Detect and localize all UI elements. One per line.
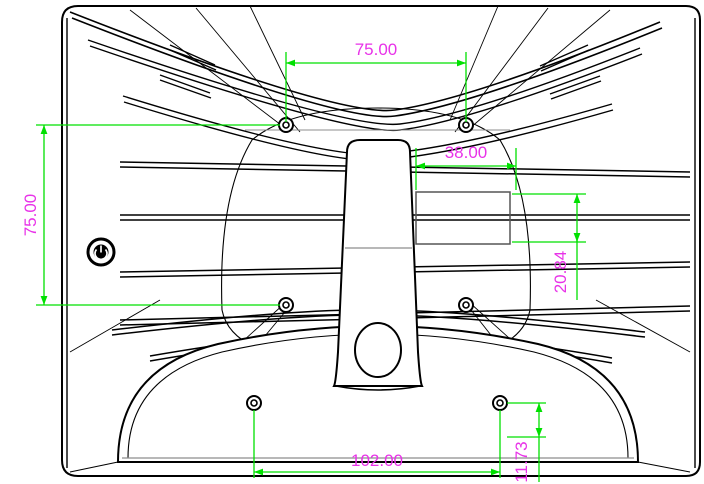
construction-diagonals-top <box>129 5 611 133</box>
vesa-hole-top-right <box>458 117 474 133</box>
base-hole-right <box>492 395 508 411</box>
dimension-vesa-width: 75.00 <box>285 40 467 122</box>
power-glyph-arc <box>94 248 108 261</box>
base-hole-left <box>246 395 262 411</box>
upper-left-accent-vents <box>159 44 217 99</box>
dimension-label-vesa-height: 75.00 <box>21 194 40 237</box>
monitor-base <box>69 324 691 473</box>
vesa-mount-holes <box>278 117 474 313</box>
dimension-port-height: 20.84 <box>512 193 586 300</box>
connector-panel <box>415 191 511 245</box>
dimension-vesa-height: 75.00 <box>21 124 280 306</box>
dimension-label-vesa-width: 75.00 <box>355 40 398 59</box>
dimension-base-edge-offset: 11.73 <box>507 402 546 483</box>
dimension-port-offset: 38.00 <box>415 143 517 190</box>
dimension-base-width: 102.00 <box>253 410 501 478</box>
stand-neck-outline <box>332 139 424 387</box>
dimension-label-port-offset: 38.00 <box>445 143 488 162</box>
stand-neck <box>332 139 424 391</box>
base-right-flank <box>637 461 691 473</box>
stand-foot-lip <box>335 385 421 391</box>
base-left-flank <box>69 461 119 473</box>
stand-cable-hole <box>354 322 402 378</box>
dimension-label-base-width: 102.00 <box>351 451 403 470</box>
vesa-hole-bottom-left <box>278 297 294 313</box>
power-button[interactable] <box>86 237 116 267</box>
dimension-label-port-height: 20.84 <box>551 251 570 294</box>
vesa-hole-bottom-right <box>458 297 474 313</box>
dimension-label-base-edge-offset: 11.73 <box>512 441 531 482</box>
base-mount-holes <box>246 395 508 411</box>
